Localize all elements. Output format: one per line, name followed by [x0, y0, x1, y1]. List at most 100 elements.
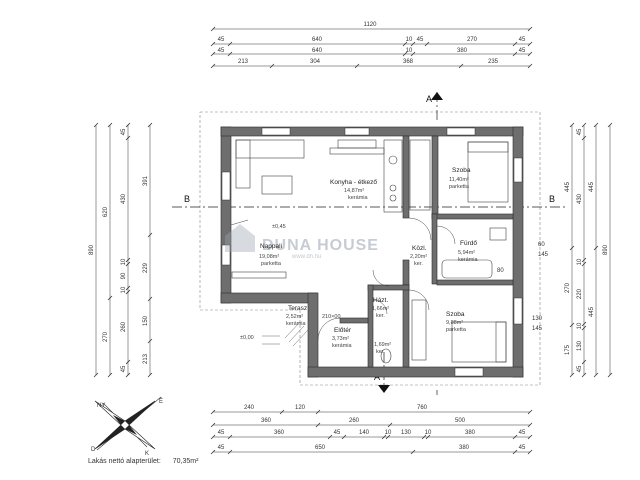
dim-label: 45 [519, 37, 526, 43]
bottom-dimension-labels: 240 120 760 360 260 500 45 360 45 140 10… [218, 405, 526, 451]
dim-label: 45 [519, 445, 526, 451]
dim-label: 45 [519, 48, 526, 54]
dim-label: 45 [417, 37, 424, 43]
dim-label: 213 [143, 353, 149, 364]
washbasin-icon [489, 227, 507, 241]
room-name-nappali: Nappali [260, 243, 282, 250]
dim-label: 445 [565, 181, 571, 192]
section-label-a: A [426, 94, 432, 104]
dim-label: 380 [465, 430, 476, 436]
dim-label: 391 [143, 175, 149, 186]
net-area-label: Lakás nettó alapterület: [88, 458, 161, 465]
dim-label: 10 [121, 286, 127, 293]
room-name-eloter: Előtér [334, 327, 352, 334]
dim-label: 45 [121, 365, 127, 372]
dim-label: 10 [121, 258, 127, 265]
roof-outline [199, 111, 541, 386]
level-marker: ±0,00 [240, 335, 254, 341]
room-name-szoba2: Szoba [446, 311, 465, 318]
dim-label: 10 [425, 430, 432, 436]
coffee-table-icon [261, 175, 293, 195]
dim-label: 640 [312, 48, 323, 54]
door-note: 210×00 [322, 314, 341, 320]
room-floor-hazt: ker. [376, 313, 385, 319]
dim-label: 240 [244, 405, 255, 411]
room-name-furdo: Fürdő [460, 240, 477, 247]
room-name-kozl: Közl. [412, 245, 427, 252]
dim-label: 270 [565, 282, 571, 293]
dim-label: 10 [577, 322, 583, 329]
dim-top-total: 1120 [364, 22, 378, 28]
room-labels: Konyha - étkező 14,87m² kerámia Nappali … [240, 167, 479, 355]
room-area-szoba1: 11,40m² [449, 177, 469, 183]
windows [221, 127, 523, 377]
dim-label: 150 [143, 315, 149, 326]
room-area-terasz: 2,52m² [286, 314, 303, 320]
dim-label: 60 [538, 242, 545, 248]
dim-label: 10 [406, 37, 413, 43]
room-floor-szoba2: parketta [446, 327, 467, 333]
dim-label: 45 [218, 445, 225, 451]
net-area-footer: Lakás nettó alapterület: 70,35m² [88, 458, 198, 465]
dim-label: 445 [589, 181, 595, 192]
room-name-hazt: Házt. [373, 297, 388, 304]
room-name-terasz: Terasz [288, 305, 307, 312]
dim-label: 10 [385, 430, 392, 436]
bottom-dimension-chains [210, 409, 533, 455]
room-floor-kozl: ker. [414, 261, 423, 267]
dim-label: 650 [315, 445, 326, 451]
dim-label: 213 [238, 59, 249, 65]
room-floor-szoba1: parketta [449, 184, 470, 190]
terrace-steps [262, 321, 309, 347]
dim-label: 445 [589, 306, 595, 317]
dim-label: 140 [359, 430, 370, 436]
toilet-icon [380, 348, 392, 364]
room-area-wc: 1,69m² [374, 342, 391, 348]
top-dimension-labels: 1120 45 640 10 45 270 45 45 640 10 380 4… [218, 22, 526, 65]
right-dimension-labels: 445 270 175 45 430 10 220 10 130 45 445 … [565, 128, 609, 372]
dim-label: 235 [488, 59, 499, 65]
dim-label: 10 [406, 48, 413, 54]
watermark: DUNA HOUSE www.dh.hu [225, 224, 378, 260]
dim-label: 120 [295, 405, 306, 411]
dim-label: 430 [577, 193, 583, 204]
compass-label: D [91, 447, 96, 453]
dim-label: 45 [121, 128, 127, 135]
section-arrow-icon [431, 92, 443, 100]
level-marker: ±0,45 [272, 224, 286, 230]
dim-label: 430 [121, 193, 127, 204]
dim-label: 270 [103, 331, 109, 342]
room-name-szoba1: Szoba [452, 167, 471, 174]
room-floor-furdo: kerámia [458, 257, 479, 263]
room-floor-wc: ker. [376, 349, 385, 355]
dim-label: 360 [274, 430, 285, 436]
dim-label: 90 [121, 272, 127, 279]
dim-label: 620 [103, 206, 109, 217]
watermark-house-icon [225, 224, 255, 252]
dim-label: 45 [334, 430, 341, 436]
dim-label: 145 [538, 252, 549, 258]
dim-label: 80 [497, 268, 504, 274]
compass-icon: É D NY K [91, 396, 163, 457]
right-dimension-chains [569, 122, 613, 378]
dim-label: 380 [459, 445, 470, 451]
kitchen-counter-icon [383, 139, 403, 213]
dim-label: 260 [349, 418, 360, 424]
room-area-konyha: 14,87m² [344, 188, 364, 194]
compass-label: K [145, 451, 149, 457]
side-notes: 60 145 130 145 80 [497, 242, 549, 332]
dim-label: 45 [218, 430, 225, 436]
dim-label: 500 [455, 418, 466, 424]
bathtub-icon [441, 259, 493, 279]
dim-right-total: 890 [603, 244, 609, 255]
dim-label: 45 [577, 365, 583, 372]
room-floor-eloter: kerámia [332, 343, 353, 349]
dim-label: 270 [467, 37, 478, 43]
doors [230, 217, 456, 341]
dim-label: 260 [121, 321, 127, 332]
room-name-konyha: Konyha - étkező [330, 179, 377, 186]
dim-left-total: 890 [89, 244, 95, 255]
compass-label: É [159, 398, 163, 405]
sofa-icon [235, 139, 305, 159]
